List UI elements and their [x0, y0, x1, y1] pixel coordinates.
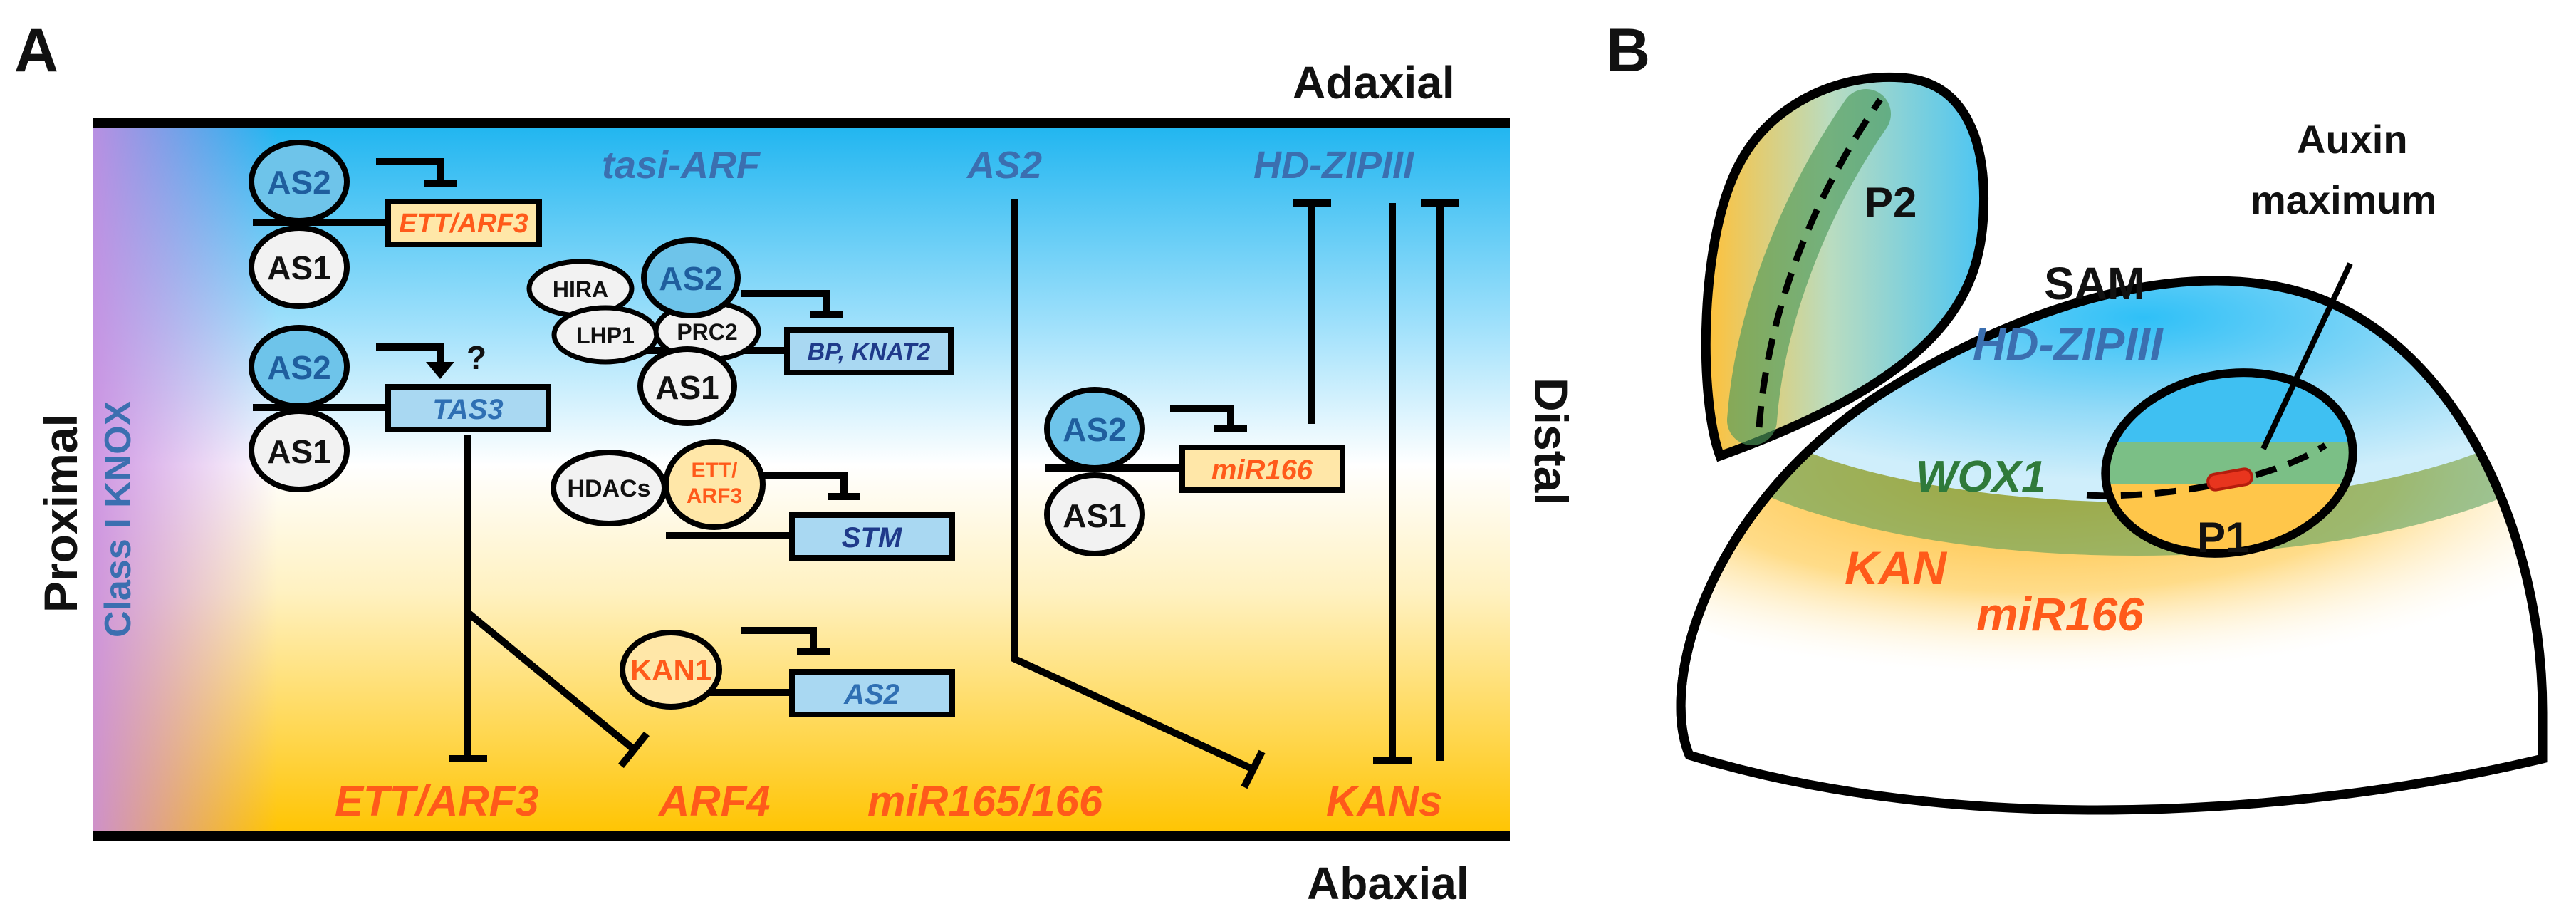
abaxial-label: Abaxial	[1307, 858, 1469, 909]
bp-knat2-label: BP, KNAT2	[808, 338, 931, 365]
kans-label: KANs	[1326, 777, 1442, 825]
as2-oval-label: AS2	[267, 164, 330, 201]
as2-oval-label: AS2	[659, 260, 722, 297]
module-stm: STM HDACs ETT/ ARF3	[551, 439, 955, 561]
mir166-label-b: miR166	[1976, 588, 2144, 640]
arf4-label: ARF4	[657, 777, 771, 825]
as1-oval	[1044, 472, 1145, 556]
bp-knat2-gene-box	[784, 327, 954, 375]
tas3-arf4-bar	[618, 731, 650, 769]
hira-label: HIRA	[553, 276, 608, 302]
auxin-label-line2: maximum	[2251, 177, 2436, 222]
question-mark: ?	[466, 339, 486, 376]
tas3-arf4-line	[465, 610, 637, 752]
sam-label: SAM	[2044, 258, 2145, 309]
proximal-label: Proximal	[34, 414, 87, 613]
class-knox-label: Class I KNOX	[98, 400, 139, 638]
ett-arf3-bottom-label: ETT/ARF3	[335, 777, 539, 825]
dome-rim	[1676, 395, 1876, 757]
hd-zipiii-label-b: HD-ZIPIII	[1973, 318, 2164, 370]
ett-arf3-oval	[663, 439, 766, 530]
p2-wox1-band	[1727, 89, 1891, 445]
as1-oval	[249, 225, 350, 309]
as2-oval-label: AS2	[267, 349, 330, 386]
as2-kans-bar	[1241, 749, 1266, 789]
lhp1-label: LHP1	[576, 323, 635, 348]
p2-vein	[1756, 98, 1883, 428]
stm-gene-box	[789, 512, 955, 561]
arrow-head	[426, 362, 454, 379]
module-kan1: AS2 KAN1	[620, 627, 955, 717]
kan1-label: KAN1	[630, 653, 711, 687]
mir166-gene-label: miR166	[1211, 455, 1313, 486]
auxin-maximum-marker	[2206, 467, 2253, 492]
repression-arrow	[741, 290, 830, 313]
mir166-gene-box	[1179, 445, 1345, 493]
mir165-166-label: miR165/166	[867, 777, 1103, 825]
module-mir166: miR166 AS2 AS1	[1044, 387, 1345, 556]
regulatory-lines	[449, 199, 1459, 789]
adaxial-label: Adaxial	[1293, 57, 1455, 108]
ett-arf3-oval-label-1: ETT/	[692, 459, 739, 482]
auxin-pointer-line	[2260, 262, 2353, 450]
auxin-label-line1: Auxin	[2297, 117, 2408, 162]
p2-primordium: P2	[1701, 72, 1989, 462]
module-ett-arf3: ETT/ARF3 AS2 AS1	[249, 140, 542, 309]
ett-arf3-gene-box	[385, 199, 542, 247]
as2-oval	[1044, 387, 1145, 471]
kan1-oval	[620, 630, 722, 710]
p2-label: P2	[1865, 179, 1917, 227]
wox1-label: WOX1	[1916, 452, 2046, 502]
kan-label: KAN	[1845, 541, 1947, 594]
panel-b-letter: B	[1606, 16, 1650, 85]
repression-arrow	[763, 472, 848, 495]
ett-arf3-oval-label-2: ARF3	[687, 484, 742, 508]
panel-b: B P2 P1	[1606, 16, 2548, 815]
prc2-label: PRC2	[677, 319, 737, 345]
as2-oval-label: AS2	[1063, 411, 1126, 448]
as1-oval-label: AS1	[267, 249, 330, 286]
as2-top-label: AS2	[966, 144, 1042, 187]
repression-arrow	[741, 627, 817, 650]
as2-oval	[641, 237, 741, 318]
as1-oval	[637, 346, 737, 426]
as2-gene-label: AS2	[843, 679, 899, 710]
hdacs-label: HDACs	[567, 475, 650, 502]
tasi-arf-label: tasi-ARF	[602, 144, 761, 187]
as1-oval-label: AS1	[267, 433, 330, 470]
activation-arrow	[376, 343, 444, 363]
stm-label: STM	[842, 522, 903, 554]
tas3-label: TAS3	[432, 394, 503, 425]
panel-a-letter: A	[14, 16, 58, 85]
boundary-dashed-line	[2086, 442, 2327, 499]
module-tas3: TAS3 AS2 AS1 ?	[249, 325, 551, 492]
as1-oval-label: AS1	[1063, 497, 1126, 534]
module-bp-knat2: BP, KNAT2 HIRA LHP1 PRC2 AS2 AS1	[526, 237, 954, 426]
as2-kans-line	[1011, 199, 1256, 773]
as2-oval	[249, 140, 350, 224]
as1-oval-label: AS1	[655, 369, 719, 406]
hd-zipiii-label: HD-ZIPIII	[1253, 144, 1414, 187]
ett-arf3-gene-label: ETT/ARF3	[399, 209, 528, 239]
distal-label: Distal	[1525, 378, 1578, 506]
as1-oval	[249, 408, 350, 492]
knox-gradient-strip	[93, 123, 278, 836]
repression-arrow	[376, 158, 444, 182]
tas3-gene-box	[385, 384, 551, 432]
panel-a: A Adaxial Abaxial Proximal Class I KNOX …	[14, 16, 1578, 909]
as2-oval	[249, 325, 350, 409]
p1-label: P1	[2197, 514, 2249, 561]
repression-arrow	[1170, 405, 1234, 427]
as2-gene-box	[789, 669, 955, 717]
p1-outline	[2101, 368, 2357, 558]
